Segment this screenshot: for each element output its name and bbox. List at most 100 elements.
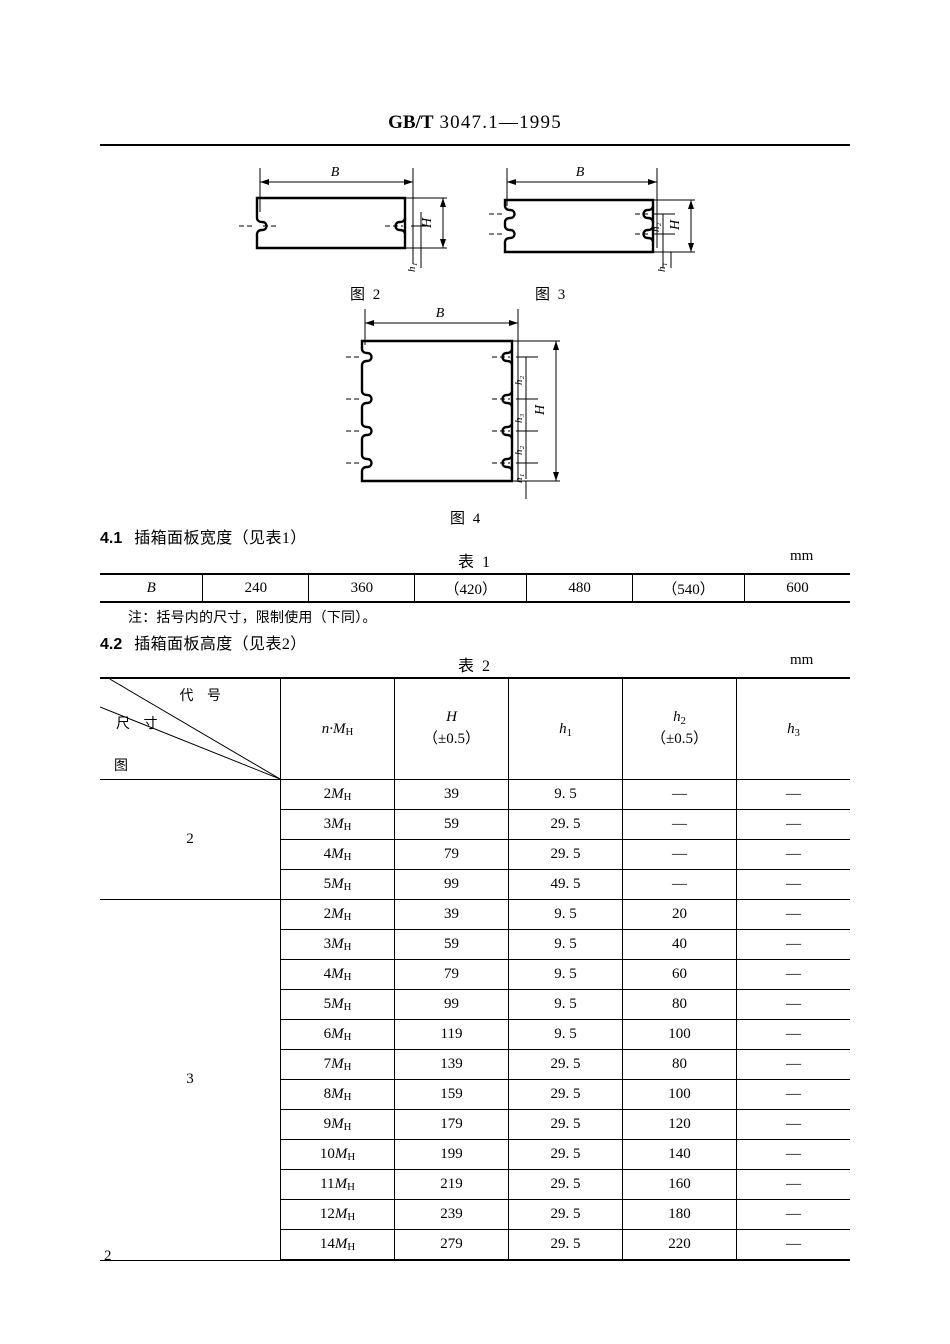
corner-diagonal-lines — [100, 679, 280, 779]
cell-h2: 40 — [622, 929, 737, 960]
cell-h2: 140 — [622, 1139, 737, 1170]
table-row: B 240 360 （420） 480 （540） 600 — [100, 573, 850, 603]
cell-H: 239 — [394, 1199, 509, 1230]
cell-h2: — — [622, 779, 737, 810]
table-row: 8MH 159 29. 5 100 — — [100, 1079, 850, 1110]
cell-n: 12MH — [280, 1199, 395, 1230]
standard-prefix: GB/T — [388, 112, 434, 133]
figure-3-drawing: B H h₂ h₁ — [489, 165, 695, 273]
figure-2-caption: 图 2 — [350, 287, 383, 303]
cell-H: 199 — [394, 1139, 509, 1170]
table-row: 7MH 139 29. 5 80 — — [100, 1049, 850, 1080]
cell-n: 4MH — [280, 839, 395, 870]
cell-n: 3MH — [280, 929, 395, 960]
col-H-tolerance: （±0.5） — [423, 731, 480, 747]
svg-text:H: H — [420, 217, 435, 229]
table-row: 2 2MH 39 9. 5 — — — [100, 779, 850, 900]
figure-2-drawing: B H h₁ — [239, 165, 447, 272]
cell-h3: — — [736, 899, 850, 930]
table-1-cell: （420） — [414, 573, 528, 603]
clause-4-1-number: 4.1 — [100, 530, 123, 547]
cell-h1: 29. 5 — [508, 1049, 623, 1080]
col-h2-tolerance: （±0.5） — [651, 731, 708, 747]
cell-h1: 29. 5 — [508, 1169, 623, 1200]
cell-h1: 29. 5 — [508, 1109, 623, 1140]
table-row: 3 2MH 39 9. 5 20 — — [100, 899, 850, 1261]
cell-H: 59 — [394, 929, 509, 960]
col-h2-sub: 2 — [680, 716, 686, 728]
cell-h3: — — [736, 1049, 850, 1080]
cell-H: 99 — [394, 869, 509, 900]
cell-h2: — — [622, 809, 737, 840]
table-row: 6MH 119 9. 5 100 — — [100, 1019, 850, 1050]
cell-n: 6MH — [280, 1019, 395, 1050]
table-1-cell: 600 — [744, 573, 850, 603]
table-1-row-label: B — [100, 573, 204, 603]
cell-h2: 100 — [622, 1079, 737, 1110]
cell-H: 119 — [394, 1019, 509, 1050]
corner-label-size: 尺 寸 — [116, 717, 163, 732]
cell-h2: 80 — [622, 1049, 737, 1080]
clause-4-2-number: 4.2 — [100, 636, 123, 653]
col-h2-label: h — [673, 709, 681, 726]
cell-H: 179 — [394, 1109, 509, 1140]
cell-h1: 29. 5 — [508, 839, 623, 870]
cell-h3: — — [736, 1229, 850, 1261]
table-2-col-header-h1: h1 — [508, 677, 623, 780]
table-2-group-figure: 3 — [100, 899, 281, 1261]
header-rule — [100, 144, 850, 146]
cell-n: 5MH — [280, 989, 395, 1020]
table-2-col-header-h2: h2 （±0.5） — [622, 677, 737, 780]
table-1: B 240 360 （420） 480 （540） 600 — [100, 573, 850, 603]
cell-h2: — — [622, 869, 737, 900]
cell-h1: 29. 5 — [508, 809, 623, 840]
table-row: 4MH 79 9. 5 60 — — [100, 959, 850, 990]
cell-h1: 9. 5 — [508, 779, 623, 810]
cell-H: 39 — [394, 779, 509, 810]
svg-text:h₂: h₂ — [513, 376, 525, 386]
cell-n: 2MH — [280, 899, 395, 930]
table-row: 14MH 279 29. 5 220 — — [100, 1229, 850, 1261]
standard-header: GB/T 3047.1—1995 — [100, 112, 850, 134]
svg-text:H: H — [668, 219, 683, 231]
cell-H: 279 — [394, 1229, 509, 1261]
cell-h3: — — [736, 989, 850, 1020]
cell-h2: 100 — [622, 1019, 737, 1050]
table-2-corner-cell: 代 号 尺 寸 图 — [100, 677, 281, 780]
cell-h1: 9. 5 — [508, 989, 623, 1020]
cell-h1: 29. 5 — [508, 1079, 623, 1110]
cell-h3: — — [736, 1079, 850, 1110]
cell-H: 159 — [394, 1079, 509, 1110]
cell-n: 5MH — [280, 869, 395, 900]
table-1-cell: （540） — [632, 573, 745, 603]
cell-h2: 160 — [622, 1169, 737, 1200]
table-1-title: 表 1 — [457, 554, 492, 571]
table-row: 10MH 199 29. 5 140 — — [100, 1139, 850, 1170]
svg-text:h₁: h₁ — [656, 263, 668, 273]
corner-label-figure: 图 — [114, 759, 128, 774]
svg-text:B: B — [576, 165, 585, 180]
table-2-title: 表 2 — [457, 658, 492, 675]
col-H-label: H — [446, 709, 457, 726]
cell-h2: — — [622, 839, 737, 870]
col-h3-label: h — [787, 720, 795, 737]
cell-n: 4MH — [280, 959, 395, 990]
svg-text:B: B — [436, 306, 445, 321]
table-1-cell: 480 — [526, 573, 634, 603]
cell-n: 8MH — [280, 1079, 395, 1110]
cell-h1: 29. 5 — [508, 1229, 623, 1261]
cell-n: 14MH — [280, 1229, 395, 1261]
cell-h2: 80 — [622, 989, 737, 1020]
cell-h3: — — [736, 959, 850, 990]
cell-H: 139 — [394, 1049, 509, 1080]
cell-h3: — — [736, 809, 850, 840]
cell-n: 10MH — [280, 1139, 395, 1170]
table-2-header-row: 代 号 尺 寸 图 n·MH H （±0.5） h1 — [100, 677, 850, 780]
svg-text:h₂: h₂ — [650, 223, 662, 233]
cell-h2: 220 — [622, 1229, 737, 1261]
table-row: 11MH 219 29. 5 160 — — [100, 1169, 850, 1200]
cell-h1: 29. 5 — [508, 1139, 623, 1170]
col-h1-label: h — [559, 720, 567, 737]
cell-h3: — — [736, 779, 850, 810]
